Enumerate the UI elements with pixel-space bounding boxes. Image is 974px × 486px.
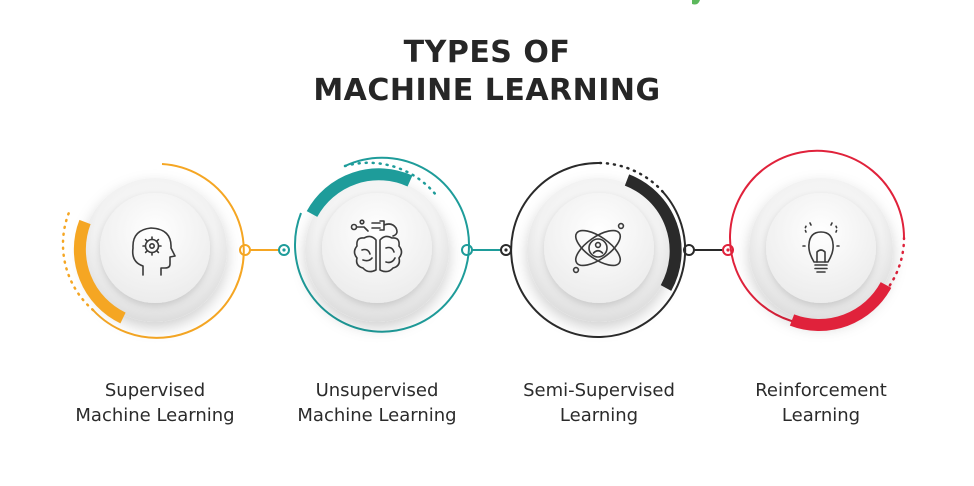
- label-reinforcement: Reinforcement Learning: [711, 378, 931, 428]
- title-line-2: MACHINE LEARNING: [313, 73, 661, 108]
- brain-circuit-icon: [350, 219, 403, 273]
- outer-ring-unsupervised: [294, 156, 470, 333]
- head-gear-icon: [131, 227, 176, 276]
- node-reinforcement: [729, 149, 906, 331]
- page-title: TYPES OF MACHINE LEARNING: [0, 34, 974, 110]
- label-supervised-line2: Machine Learning: [75, 405, 235, 426]
- label-unsupervised: Unsupervised Machine Learning: [267, 378, 487, 428]
- outer-ring-semi-supervised: [510, 161, 687, 338]
- dotted-arc-semi-supervised: [598, 161, 665, 194]
- connector-1: [239, 244, 290, 256]
- label-supervised-line1: Supervised: [104, 380, 206, 401]
- connector-3: [683, 244, 734, 256]
- label-reinforcement-line1: Reinforcement: [755, 380, 887, 401]
- node-supervised: [61, 163, 245, 339]
- label-unsupervised-line1: Unsupervised: [315, 380, 439, 401]
- label-semi-supervised: Semi-Supervised Learning: [489, 378, 709, 428]
- label-unsupervised-line2: Machine Learning: [297, 405, 457, 426]
- node-semi-supervised: [510, 161, 687, 338]
- title-line-1: TYPES OF: [403, 35, 571, 70]
- corner-leaf-mark: [692, 0, 700, 5]
- dotted-arc-supervised: [61, 208, 95, 312]
- dotted-arc-unsupervised: [343, 161, 438, 197]
- label-semi-supervised-line2: Learning: [559, 405, 639, 426]
- accent-arc-reinforcement: [789, 282, 892, 331]
- lightbulb-icon: [802, 222, 840, 273]
- accent-arc-unsupervised: [306, 168, 413, 218]
- atom-person-icon: [572, 222, 625, 274]
- label-semi-supervised-line1: Semi-Supervised: [523, 380, 675, 401]
- label-reinforcement-line2: Learning: [781, 405, 861, 426]
- label-supervised: Supervised Machine Learning: [45, 378, 265, 428]
- node-unsupervised: [294, 156, 470, 333]
- accent-arc-supervised: [73, 219, 126, 324]
- accent-arc-semi-supervised: [624, 174, 682, 291]
- outer-ring-supervised: [92, 163, 245, 339]
